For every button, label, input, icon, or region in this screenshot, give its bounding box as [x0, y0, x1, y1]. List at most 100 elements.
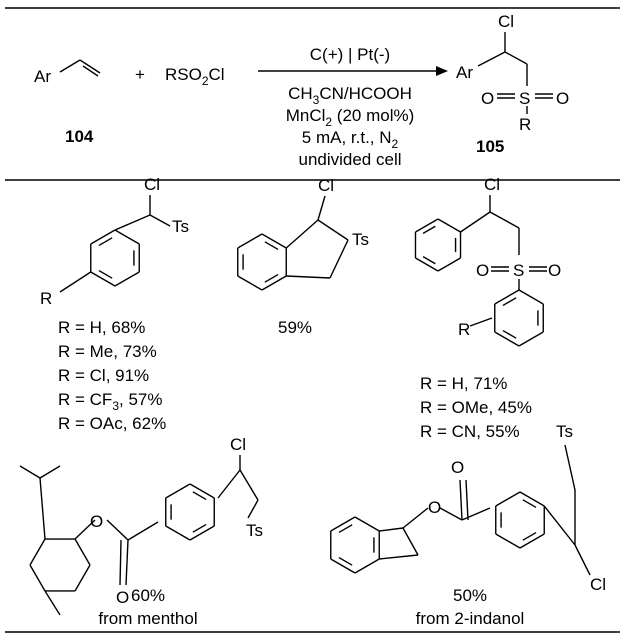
bond: [461, 507, 491, 521]
bond: [415, 218, 439, 233]
bond: [74, 519, 96, 540]
svg-text:105: 105: [476, 137, 504, 156]
svg-text:R: R: [519, 115, 531, 134]
svg-text:undivided cell: undivided cell: [298, 150, 401, 169]
bond: [460, 211, 491, 233]
bond: [149, 214, 171, 227]
bond: [114, 229, 140, 245]
bond: [261, 233, 287, 249]
bond: [415, 257, 439, 272]
bond: [329, 239, 349, 279]
sulfonyl-chloride: RSO2Cl: [165, 65, 225, 88]
svg-text:Cl: Cl: [498, 12, 514, 31]
bond: [59, 59, 81, 73]
svg-text:Ts: Ts: [246, 521, 263, 540]
bond: [477, 51, 506, 67]
bond: [114, 214, 151, 231]
bond: [518, 331, 544, 347]
svg-text:Cl: Cl: [590, 575, 606, 594]
bond: [543, 505, 576, 546]
bond: [98, 237, 113, 247]
bond: [495, 491, 521, 507]
svg-text:5 mA, r.t., N2: 5 mA, r.t., N2: [302, 128, 399, 151]
svg-text:Cl: Cl: [484, 175, 500, 194]
bond: [237, 275, 263, 291]
electrode-conditions: C(+) | Pt(-): [310, 45, 390, 64]
bond: [189, 483, 215, 499]
svg-text:Ts: Ts: [172, 217, 189, 236]
example-aryl-ts: Cl Ts R R = H, 68% R = Me, 73% R = Cl, 9…: [40, 175, 189, 433]
bond: [237, 233, 263, 249]
bond: [247, 499, 259, 519]
bond: [29, 564, 46, 592]
bond: [114, 271, 140, 287]
svg-text:R = CN, 55%: R = CN, 55%: [420, 422, 520, 441]
product-105: Cl Ar O S O R 105: [456, 12, 569, 156]
bond: [519, 491, 545, 507]
bond: [354, 558, 380, 574]
svg-text:50%: 50%: [453, 586, 487, 605]
example-aryl-sulfone: Cl O S O R R = H, 71% R = OMe, 45% R = C…: [420, 175, 561, 441]
svg-text:S: S: [513, 261, 524, 280]
svg-text:CH3CN/HCOOH: CH3CN/HCOOH: [288, 84, 412, 107]
svg-text:R = OMe, 45%: R = OMe, 45%: [420, 398, 532, 417]
bond: [379, 527, 404, 532]
bond: [90, 229, 116, 245]
bond: [402, 527, 419, 556]
bond: [264, 273, 279, 283]
svg-text:Ts: Ts: [556, 422, 573, 441]
bond: [439, 507, 463, 521]
bond: [564, 444, 576, 491]
bond: [82, 65, 99, 77]
bond: [189, 525, 215, 541]
svg-text:MnCl2 (20 mol%): MnCl2 (20 mol%): [286, 106, 415, 129]
svg-text:R = Me, 73%: R = Me, 73%: [58, 342, 157, 361]
svg-text:Cl: Cl: [144, 175, 160, 194]
example-indanol-ester: O O Cl Ts 50% from 2-indanol: [416, 422, 606, 628]
example-menthol-ester: O O Cl Ts 60% from menthol: [90, 435, 263, 628]
svg-text:R = OAc, 62%: R = OAc, 62%: [58, 414, 166, 433]
svg-text:R = CF3, 57%: R = CF3, 57%: [58, 390, 162, 413]
svg-text:Cl: Cl: [230, 435, 246, 454]
svg-text:O: O: [476, 261, 489, 280]
svg-text:from menthol: from menthol: [98, 609, 197, 628]
bond: [494, 331, 520, 347]
bond: [192, 523, 207, 533]
bond: [192, 491, 207, 501]
bond: [422, 256, 436, 265]
bond: [74, 564, 91, 592]
bond: [338, 524, 353, 534]
bond: [39, 465, 61, 479]
svg-text:O: O: [556, 89, 569, 108]
bond: [39, 477, 46, 540]
bond: [522, 531, 537, 541]
bond: [98, 269, 113, 279]
plus-sign: +: [135, 65, 145, 84]
bond: [165, 525, 191, 541]
bond: [119, 539, 122, 586]
svg-text:O: O: [116, 588, 129, 607]
compound-number-104: 104: [65, 127, 94, 146]
bond: [285, 219, 319, 249]
bond: [79, 59, 101, 74]
bond: [518, 289, 544, 305]
bond: [165, 483, 191, 499]
bond: [437, 257, 461, 272]
bond: [29, 538, 46, 566]
bond: [19, 465, 41, 479]
svg-text:O: O: [451, 458, 464, 477]
reaction-conditions: CH3CN/HCOOH MnCl2 (20 mol%) 5 mA, r.t., …: [286, 84, 415, 169]
bond: [264, 241, 279, 251]
svg-text:60%: 60%: [131, 586, 165, 605]
bond: [106, 519, 129, 541]
bond: [286, 275, 331, 279]
bond: [217, 469, 241, 499]
svg-text:O: O: [428, 498, 441, 517]
svg-text:O: O: [548, 261, 561, 280]
bond: [317, 195, 326, 221]
example-indane: Cl Ts 59%: [278, 176, 369, 337]
bond: [354, 516, 380, 532]
svg-text:R = Cl, 91%: R = Cl, 91%: [58, 366, 149, 385]
bond: [437, 218, 461, 233]
svg-text:59%: 59%: [278, 318, 312, 337]
